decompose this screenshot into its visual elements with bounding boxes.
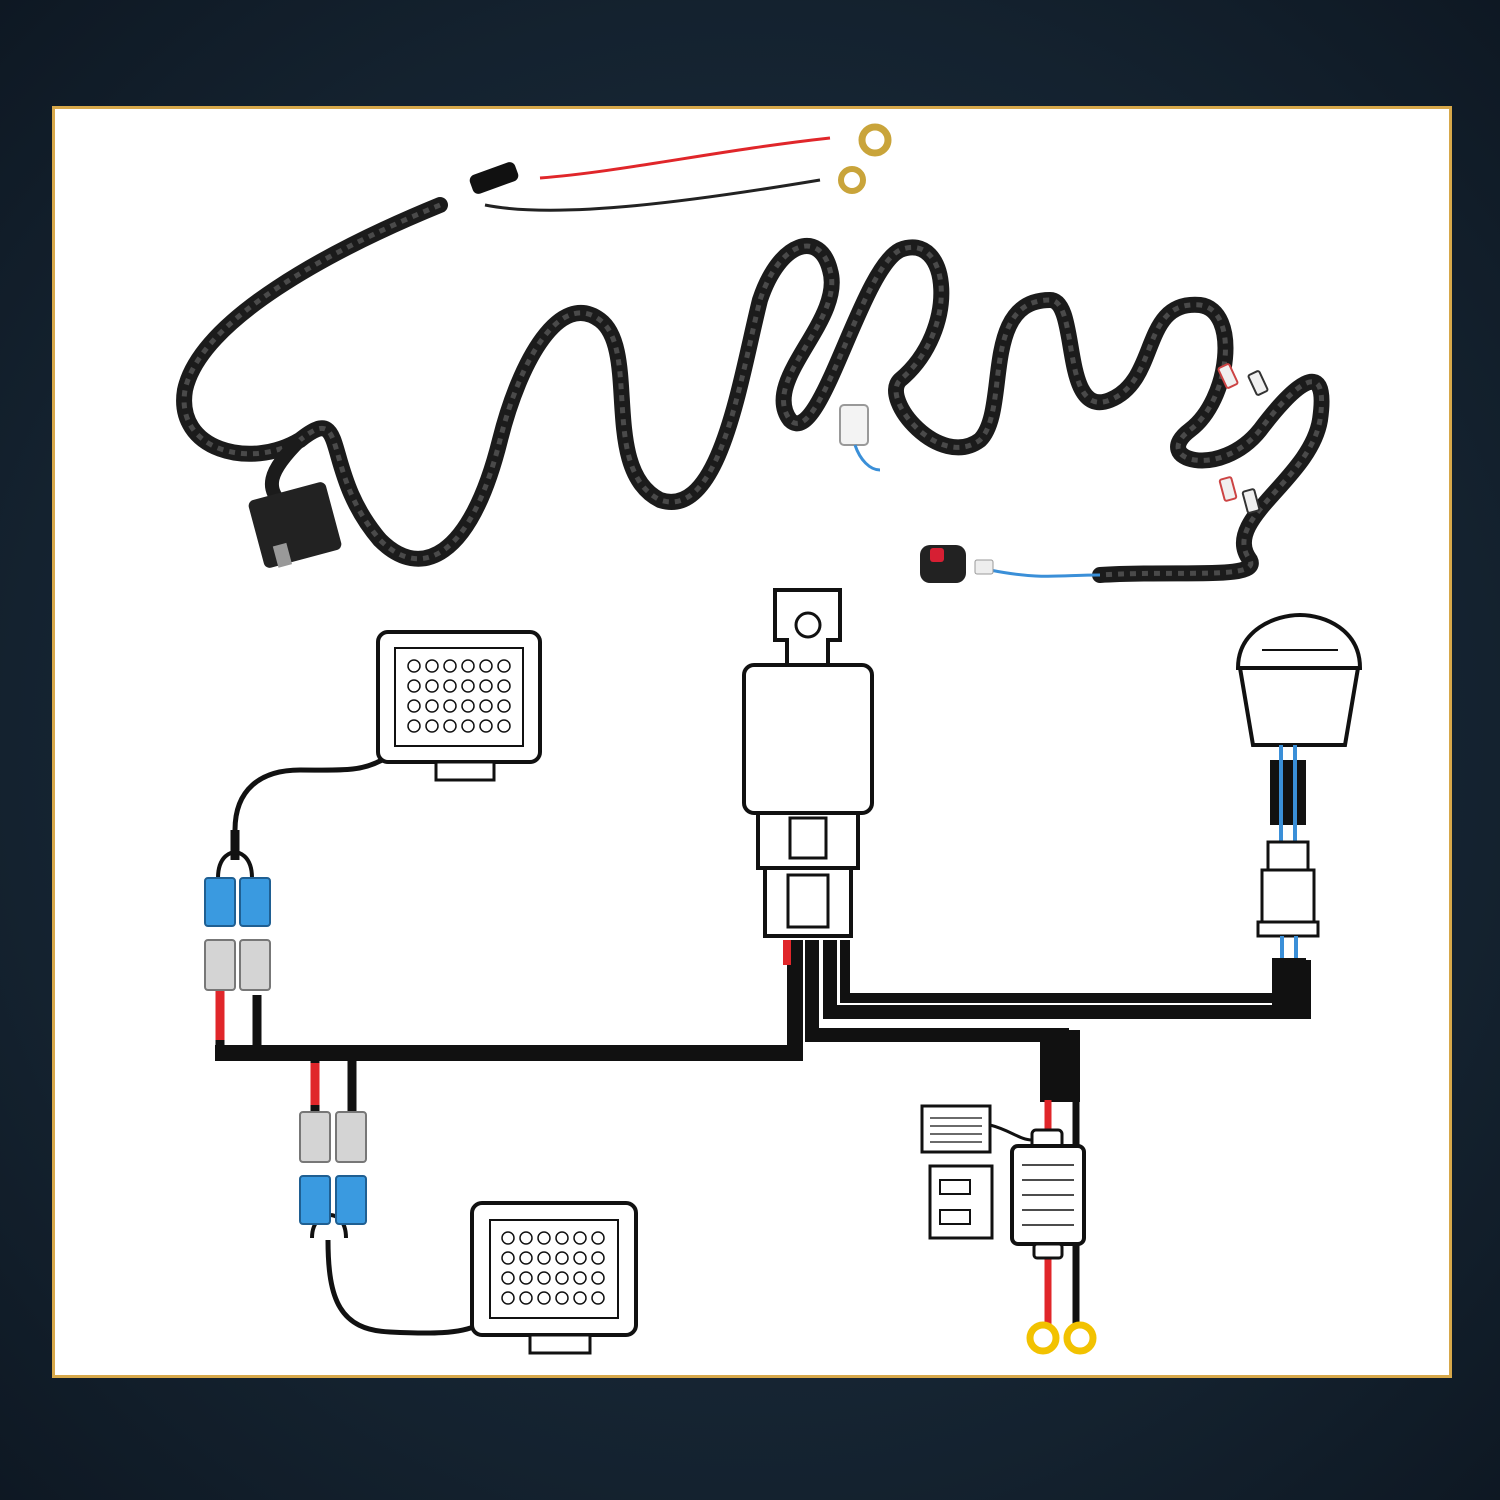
harness-light-terminal-icon bbox=[1241, 488, 1261, 514]
relay-icon bbox=[742, 588, 874, 938]
led-work-light-icon bbox=[310, 1201, 638, 1355]
inline-fuse-holder-icon bbox=[989, 1123, 1086, 1260]
harness-plug-connector-icon bbox=[839, 404, 869, 446]
bus-wire bbox=[215, 940, 803, 1061]
gray-male-connector-icon bbox=[335, 1111, 367, 1163]
blue-female-connector-icon bbox=[239, 877, 271, 927]
harness-fuse-holder-icon bbox=[469, 162, 519, 194]
harness-photo bbox=[176, 123, 1330, 583]
harness-light-terminal-icon bbox=[1217, 363, 1239, 389]
harness-relay-icon bbox=[248, 482, 342, 568]
harness-light-terminal-icon bbox=[1218, 476, 1238, 502]
gray-male-connector-icon bbox=[204, 939, 236, 991]
blue-female-connector-icon bbox=[299, 1175, 331, 1225]
blade-fuse-cap-icon bbox=[920, 1104, 992, 1154]
connector-pair-bottom bbox=[299, 1111, 367, 1225]
harness-red-lead bbox=[539, 136, 831, 180]
harness-braided-loom bbox=[176, 197, 1330, 583]
harness-light-terminal-icon bbox=[1247, 370, 1269, 396]
schematic-wires bbox=[215, 940, 1311, 1340]
gray-male-connector-icon bbox=[239, 939, 271, 991]
harness-ring-terminal-icon bbox=[838, 166, 866, 194]
led-work-light-icon bbox=[216, 630, 542, 879]
rocker-switch-icon bbox=[1235, 612, 1363, 1013]
blue-female-connector-icon bbox=[204, 877, 236, 927]
connector-pair-top bbox=[204, 877, 271, 991]
blade-fuse-icon bbox=[928, 1164, 994, 1240]
gray-male-connector-icon bbox=[299, 1111, 331, 1163]
harness-ring-terminal-icon bbox=[858, 123, 892, 157]
harness-black-lead bbox=[484, 178, 821, 212]
blue-female-connector-icon bbox=[335, 1175, 367, 1225]
ring-terminal-icon bbox=[1026, 1321, 1097, 1355]
